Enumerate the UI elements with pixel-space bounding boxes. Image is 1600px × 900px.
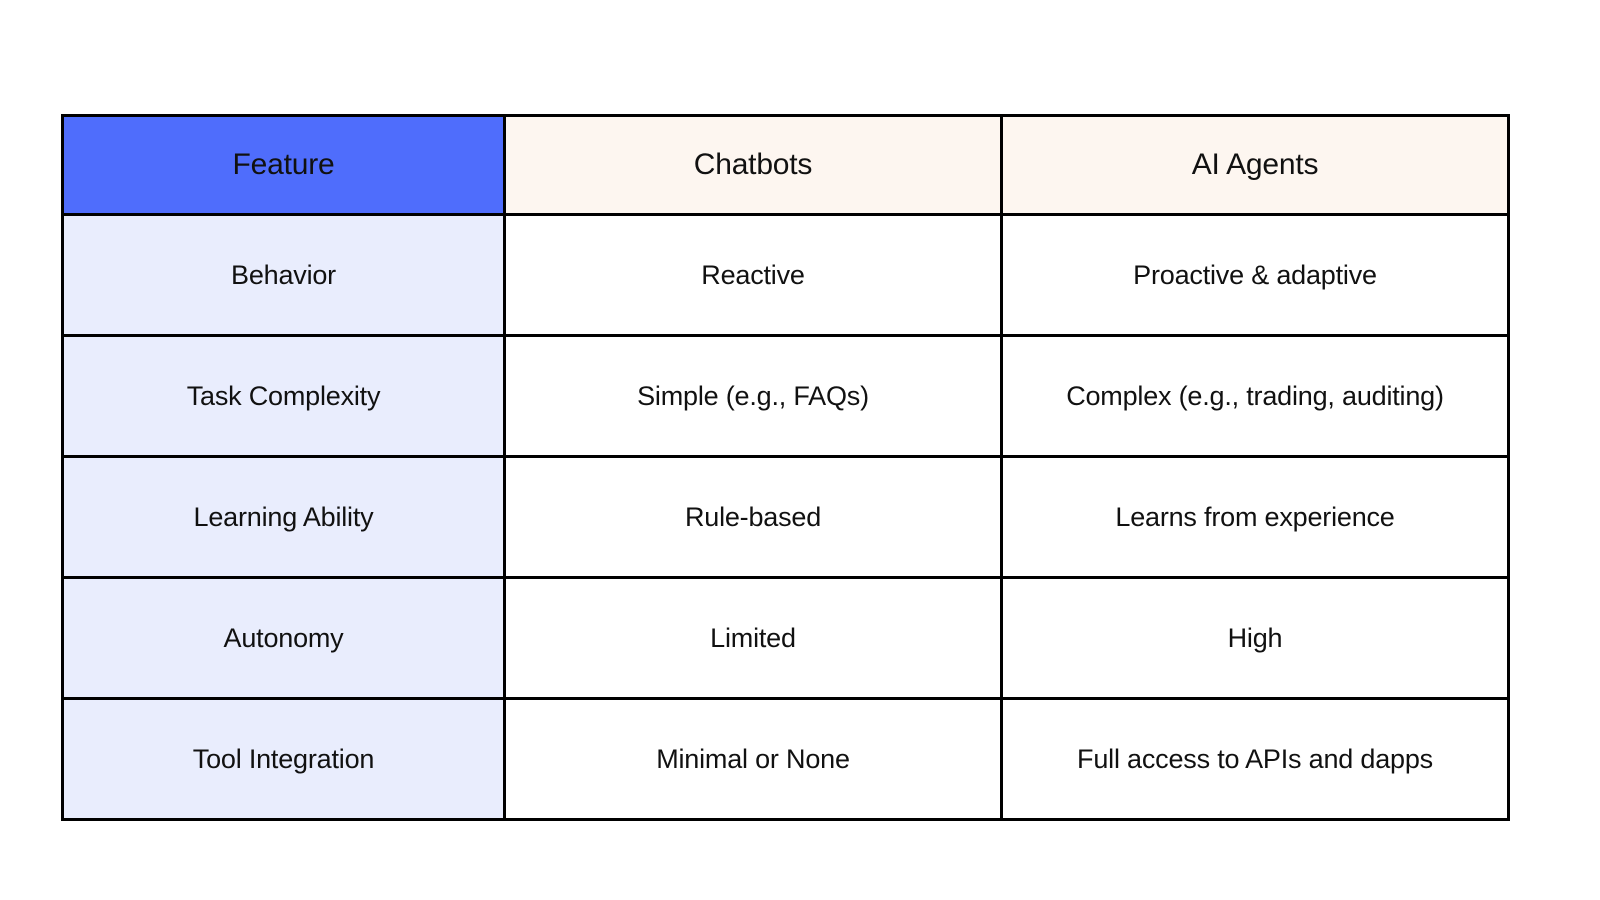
cell-feature: Behavior <box>61 213 506 337</box>
cell-feature: Tool Integration <box>61 697 506 821</box>
cell-chatbots: Reactive <box>503 213 1003 337</box>
cell-ai-agents: Learns from experience <box>1000 455 1510 579</box>
cell-chatbots: Limited <box>503 576 1003 700</box>
table-row: Autonomy Limited High <box>61 576 1510 700</box>
table-header: Feature Chatbots AI Agents <box>61 114 1510 216</box>
cell-chatbots: Simple (e.g., FAQs) <box>503 334 1003 458</box>
column-header-chatbots: Chatbots <box>503 114 1003 216</box>
cell-ai-agents: Proactive & adaptive <box>1000 213 1510 337</box>
table-row: Tool Integration Minimal or None Full ac… <box>61 697 1510 821</box>
table-row: Behavior Reactive Proactive & adaptive <box>61 213 1510 337</box>
cell-chatbots: Rule-based <box>503 455 1003 579</box>
cell-ai-agents: Complex (e.g., trading, auditing) <box>1000 334 1510 458</box>
cell-chatbots: Minimal or None <box>503 697 1003 821</box>
cell-ai-agents: High <box>1000 576 1510 700</box>
table-body: Behavior Reactive Proactive & adaptive T… <box>61 213 1510 821</box>
comparison-table: Feature Chatbots AI Agents Behavior Reac… <box>61 114 1510 821</box>
cell-feature: Autonomy <box>61 576 506 700</box>
comparison-table-container: Feature Chatbots AI Agents Behavior Reac… <box>61 114 1510 821</box>
table-header-row: Feature Chatbots AI Agents <box>61 114 1510 216</box>
column-header-feature: Feature <box>61 114 506 216</box>
table-row: Learning Ability Rule-based Learns from … <box>61 455 1510 579</box>
column-header-ai-agents: AI Agents <box>1000 114 1510 216</box>
cell-feature: Learning Ability <box>61 455 506 579</box>
cell-feature: Task Complexity <box>61 334 506 458</box>
table-row: Task Complexity Simple (e.g., FAQs) Comp… <box>61 334 1510 458</box>
cell-ai-agents: Full access to APIs and dapps <box>1000 697 1510 821</box>
